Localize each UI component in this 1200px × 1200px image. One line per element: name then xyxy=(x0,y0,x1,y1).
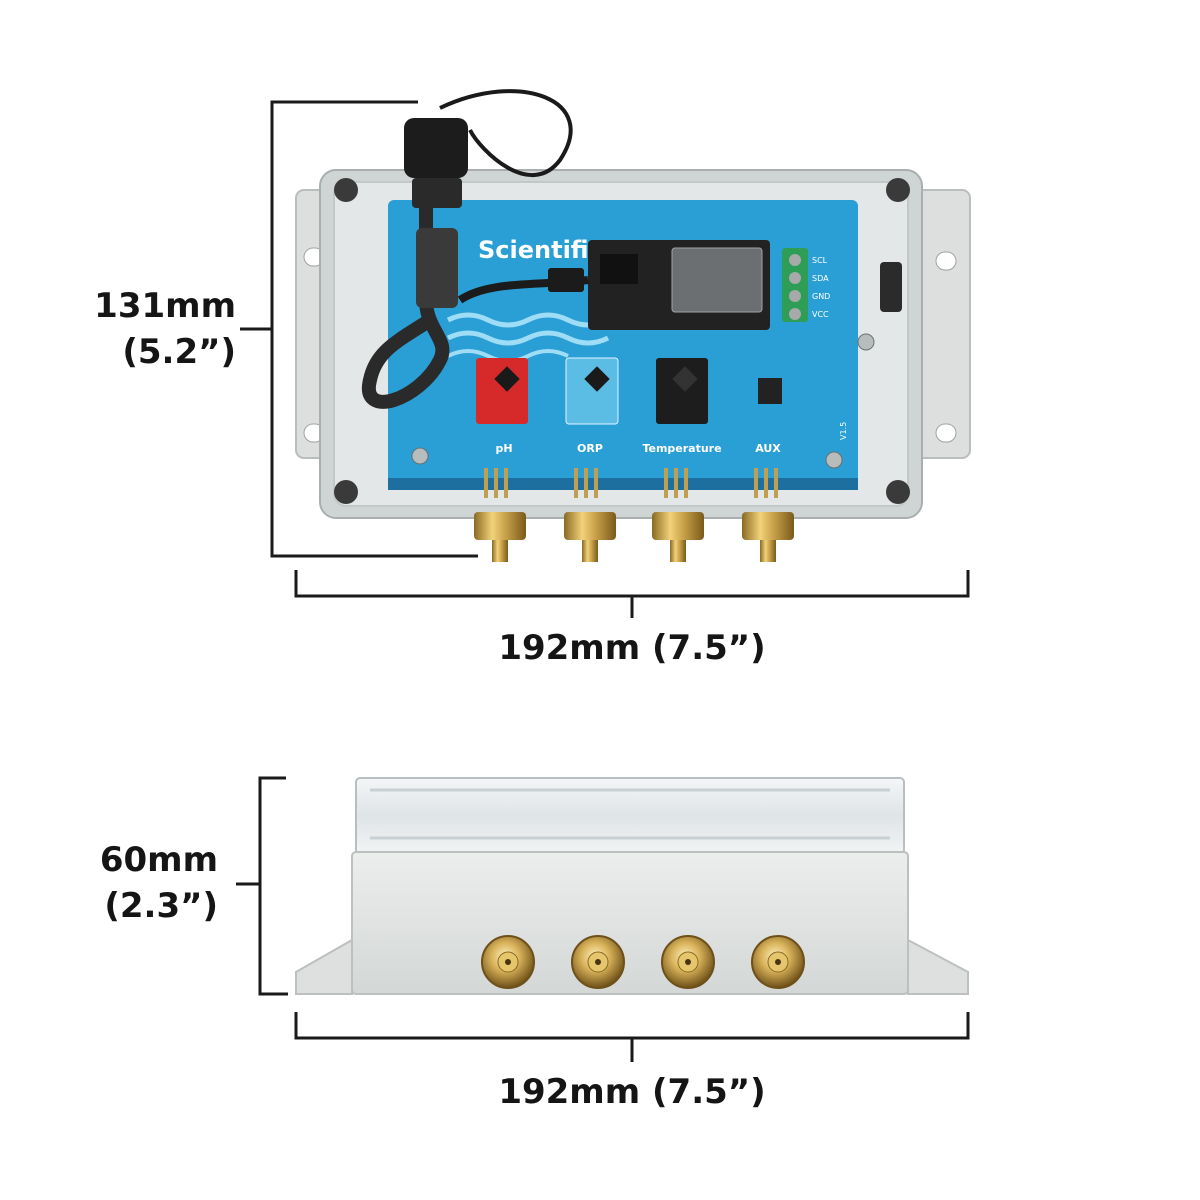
top-width-label: 192mm (7.5”) xyxy=(498,628,766,668)
lid-screws xyxy=(334,178,910,504)
sma-connector-4 xyxy=(742,468,794,562)
side-body xyxy=(351,851,909,995)
terminal-label-gnd: GND xyxy=(812,292,830,301)
top-view-dimension-lines xyxy=(240,100,970,618)
channel-label-aux: AUX xyxy=(755,442,781,455)
side-view-dimension-lines xyxy=(236,776,970,1062)
pcb-brand-text: Scientific xyxy=(478,236,603,264)
side-sma-connector-3 xyxy=(661,935,715,989)
side-sma-connector-4 xyxy=(751,935,805,989)
top-sma-connectors xyxy=(474,468,794,562)
pcb-version-text: V1.5 xyxy=(839,422,848,440)
side-width-label: 192mm (7.5”) xyxy=(498,1072,766,1112)
side-sma-connector-2 xyxy=(571,935,625,989)
sma-connector-1 xyxy=(474,468,526,562)
channel-label-temperature: Temperature xyxy=(642,442,721,455)
channel-label-ph: pH xyxy=(495,442,512,455)
pcb-board: Scientific V1.5 SCL SDA GND VCC pH ORP T… xyxy=(388,200,875,490)
ph-module xyxy=(476,358,528,424)
terminal-block xyxy=(782,248,808,322)
top-height-label-in: (5.2”) xyxy=(122,332,236,372)
temperature-module xyxy=(656,358,708,424)
terminal-label-vcc: VCC xyxy=(812,310,829,319)
sma-connector-2 xyxy=(564,468,616,562)
sma-connector-3 xyxy=(652,468,704,562)
terminal-label-scl: SCL xyxy=(812,256,828,265)
terminal-label-sda: SDA xyxy=(812,274,829,283)
flange-hole xyxy=(935,251,957,271)
flange-hole xyxy=(935,423,957,443)
wifi-module xyxy=(671,247,763,313)
channel-label-orp: ORP xyxy=(577,442,603,455)
side-sma-connector-1 xyxy=(481,935,535,989)
side-height-label-mm: 60mm xyxy=(99,840,218,880)
orp-module xyxy=(565,357,619,425)
side-view-enclosure xyxy=(295,777,969,995)
cable-gland xyxy=(361,89,573,409)
side-height-label-in: (2.3”) xyxy=(104,886,218,926)
side-plug xyxy=(880,262,902,312)
top-height-label-mm: 131mm xyxy=(94,286,236,326)
aux-chip xyxy=(758,378,782,404)
